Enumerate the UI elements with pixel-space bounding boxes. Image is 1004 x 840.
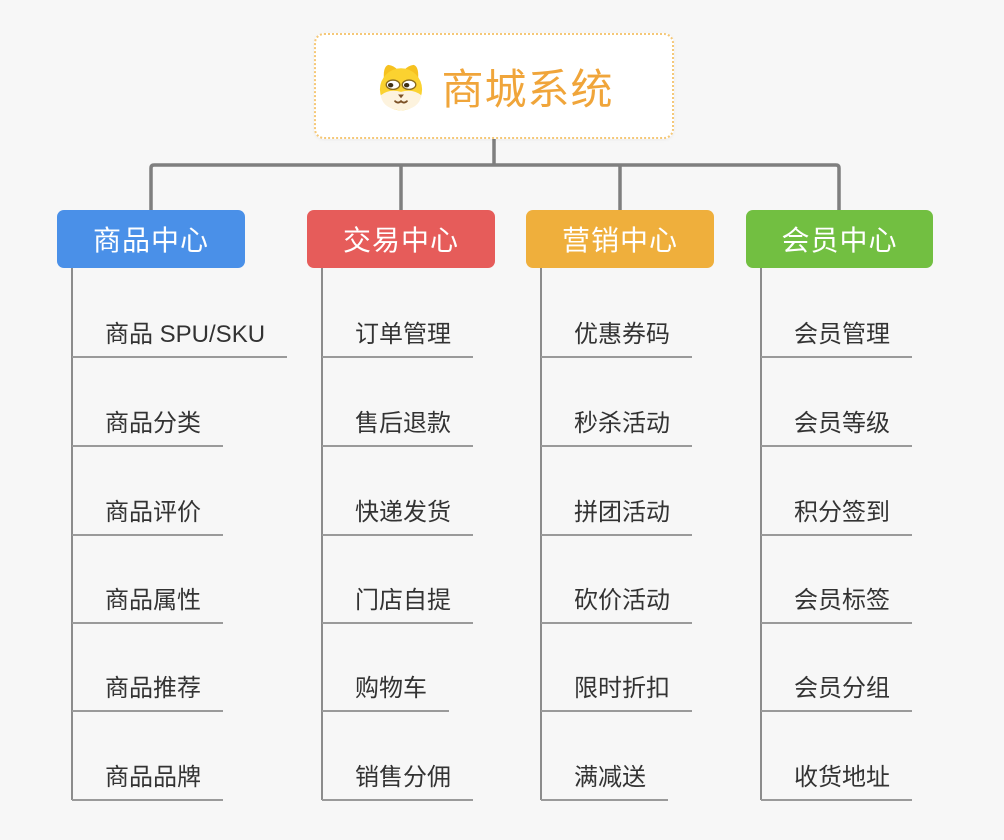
node-item[interactable]: 商品评价 xyxy=(72,488,223,536)
node-item[interactable]: 会员分组 xyxy=(761,664,912,712)
node-item[interactable]: 门店自提 xyxy=(322,576,473,624)
node-item[interactable]: 秒杀活动 xyxy=(541,399,692,447)
node-item[interactable]: 优惠券码 xyxy=(541,310,692,358)
node-item[interactable]: 砍价活动 xyxy=(541,576,692,624)
branch-label: 商品中心 xyxy=(92,225,209,256)
branch-node-marketing-center[interactable]: 营销中心 xyxy=(526,210,714,268)
node-item[interactable]: 订单管理 xyxy=(322,310,473,358)
branch-label: 营销中心 xyxy=(561,225,678,256)
node-item[interactable]: 收货地址 xyxy=(761,753,912,801)
node-item[interactable]: 限时折扣 xyxy=(541,664,692,712)
node-item[interactable]: 会员等级 xyxy=(761,399,912,447)
node-item[interactable]: 积分签到 xyxy=(761,488,912,536)
node-item[interactable]: 满减送 xyxy=(541,753,668,801)
node-item[interactable]: 会员管理 xyxy=(761,310,912,358)
node-item[interactable]: 商品推荐 xyxy=(72,664,223,712)
node-item[interactable]: 商品属性 xyxy=(72,576,223,624)
root-title: 商城系统 xyxy=(441,65,614,113)
node-item[interactable]: 售后退款 xyxy=(322,399,473,447)
node-item[interactable]: 商品分类 xyxy=(72,399,223,447)
node-item[interactable]: 会员标签 xyxy=(761,576,912,624)
dog-face-icon xyxy=(380,64,423,111)
node-item[interactable]: 商品品牌 xyxy=(72,753,223,801)
node-item[interactable]: 销售分佣 xyxy=(322,753,473,801)
branch-node-trade-center[interactable]: 交易中心 xyxy=(307,210,495,268)
node-item[interactable]: 商品 SPU/SKU xyxy=(72,310,288,358)
node-item[interactable]: 拼团活动 xyxy=(541,488,692,536)
branch-node-member-center[interactable]: 会员中心 xyxy=(746,210,933,268)
branch-node-product-center[interactable]: 商品中心 xyxy=(57,210,245,268)
branch-label: 会员中心 xyxy=(781,225,898,256)
branch-label: 交易中心 xyxy=(342,225,459,256)
node-item[interactable]: 购物车 xyxy=(322,664,449,712)
node-item[interactable]: 快递发货 xyxy=(322,488,473,536)
root-node[interactable]: 商城系统 xyxy=(314,33,674,139)
